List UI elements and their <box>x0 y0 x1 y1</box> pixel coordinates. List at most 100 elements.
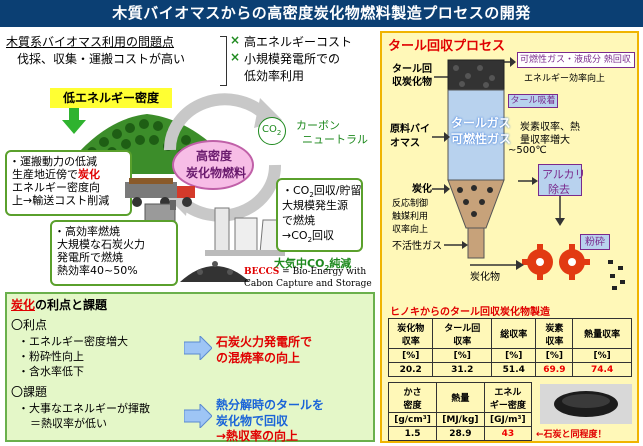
merit-item-2: ・粉砕性向上 <box>18 350 84 363</box>
co2-line-3: で燃焼 <box>282 214 315 227</box>
beccs-line-1: BECCS = Bio-Energy with <box>244 267 367 277</box>
efficiency-line-3: 発電所で燃焼 <box>57 251 123 264</box>
reactor-vessel <box>447 59 505 259</box>
crush-label: 粉砕 <box>580 234 610 250</box>
unit-cell: [%] <box>387 348 434 363</box>
efficiency-box <box>50 220 178 286</box>
efficiency-line-1: ・高効率燃焼 <box>54 225 120 238</box>
merits-heading: 炭化の利点と課題 <box>11 298 108 312</box>
header-heat-yield: 熱量収率 <box>572 318 632 349</box>
problem-text: 伐採、収集・運搬コストが高い <box>17 52 186 66</box>
header-bulk-density: かさ密度 <box>387 382 438 413</box>
value-cell: 31.2 <box>432 362 493 377</box>
gear-icon <box>522 244 590 280</box>
char-product-label: 炭化物 <box>470 272 500 283</box>
unit-cell: [%] <box>432 348 493 363</box>
value-cell: 69.9 <box>535 362 574 377</box>
alkali-arrow-icon <box>518 177 538 185</box>
check-item-1: 高エネルギーコスト <box>244 35 353 49</box>
issue-item-1: ・大事なエネルギーが揮散 <box>18 402 150 415</box>
merit-item-3: ・含水率低下 <box>18 365 84 378</box>
product-arrow-icon <box>470 260 524 270</box>
unit-cell: [GJ/m³] <box>483 412 533 427</box>
check-item-2: 小規模発電所での <box>244 52 341 66</box>
value-cell: 20.2 <box>387 362 434 377</box>
unit-cell: [%] <box>491 348 537 363</box>
header-carbon-yield: 炭素収率 <box>535 318 574 349</box>
value-cell: 28.9 <box>436 426 485 441</box>
merit-result-1: 石炭火力発電所で <box>216 335 313 349</box>
efficiency-label: エネルギー効率向上 <box>524 74 606 84</box>
char-label: 炭化 <box>412 184 432 195</box>
pellets-icon <box>608 260 625 290</box>
transport-line-1: ・運搬動力の低減 <box>9 155 97 168</box>
fuel-label-2: 炭化物燃料 <box>186 166 247 180</box>
right-arrow-icon <box>184 336 212 360</box>
co2-circle-label: CO2 <box>262 124 282 137</box>
carbon-neutral-label-1: カーボン <box>296 119 340 132</box>
alkali-label-1: アルカリ <box>542 168 586 181</box>
beccs-line-2: Cabon Capture and Storage <box>244 279 372 289</box>
merit-result-2: の混焼率の向上 <box>216 351 301 365</box>
fuel-label-1: 高密度 <box>195 149 232 163</box>
density-table: かさ密度 熱量 エネルギー密度 [g/cm³] [MJ/kg] [GJ/m³] … <box>387 382 533 441</box>
alkali-box <box>538 164 582 196</box>
tar-adsorb-label: タール吸着 <box>508 94 558 108</box>
briquette-photo <box>540 384 632 424</box>
feed-label-1: タール回 <box>392 64 432 75</box>
issue-result-3: →熱収率の向上 <box>216 429 299 443</box>
unit-cell: [g/cm³] <box>387 412 438 427</box>
coal-pile-icon <box>180 261 250 282</box>
char-effect-1: 炭素収率、熱 <box>520 122 580 133</box>
carbon-neutral-label-2: ニュートラル <box>302 133 368 146</box>
header-char-yield: 炭化物収率 <box>387 318 434 349</box>
value-cell: 1.5 <box>387 426 438 441</box>
raw-arrow-icon <box>432 132 450 142</box>
coal-note: ←石炭と同程度！ <box>536 430 607 440</box>
power-plant-icon <box>205 207 285 256</box>
co2-line-4: →CO2回収 <box>282 229 335 245</box>
bracket-divider <box>220 36 227 86</box>
process-heading: タール回収プロセス <box>388 39 506 54</box>
merit-head: 〇利点 <box>11 318 48 332</box>
header-tar-yield: タール回収率 <box>432 318 493 349</box>
co2-line-2: 大規模発生源 <box>282 199 348 212</box>
unit-cell: [%] <box>535 348 574 363</box>
value-cell: 43 <box>483 426 533 441</box>
vessel-label-2: 可燃性ガス <box>451 132 512 146</box>
cross-icon: × <box>230 50 241 64</box>
temperature-label: ~500℃ <box>508 145 547 156</box>
reaction-label-2: 触媒利用 <box>392 212 429 222</box>
efficiency-line-2: 大規模な石炭火力 <box>57 238 145 251</box>
table-heading: ヒノキからのタール回収炭化物製造 <box>390 307 550 318</box>
issue-item-2: ＝熱収率が低い <box>30 417 107 430</box>
value-cell: 74.4 <box>572 362 632 377</box>
check-item-3: 低効率利用 <box>244 69 305 83</box>
inert-gas-label: 不活性ガス <box>392 241 442 252</box>
yield-table: 炭化物収率 タール回収率 総収率 炭素収率 熱量収率 [%] [%] [%] [… <box>387 318 632 377</box>
value-cell: 51.4 <box>491 362 537 377</box>
reaction-label-1: 反応制御 <box>392 199 429 209</box>
feed-label-2: 収炭化物 <box>392 77 432 88</box>
right-arrow-icon <box>184 404 212 428</box>
down-arrow-icon <box>555 196 565 226</box>
negative-emission-label: 大気中CO2純減 <box>274 257 352 273</box>
header-energy-density: エネルギー密度 <box>483 382 533 413</box>
reaction-label-3: 収率向上 <box>392 225 429 235</box>
co2-capture-box <box>276 178 363 252</box>
transport-line-2: 生産地近傍で炭化 <box>12 168 100 181</box>
co2-line-1: ・CO2回収/貯留 <box>282 184 362 200</box>
page-title: 木質バイオマスからの高密度炭化物燃料製造プロセスの開発 <box>0 0 643 27</box>
issue-result-2: 炭化物で回収 <box>216 414 289 428</box>
raw-label-1: 原料バイ <box>390 124 430 135</box>
co2-circle <box>258 117 286 145</box>
char-effect-2: 量収率増大 <box>520 135 570 146</box>
efficiency-line-4: 熱効率40~50% <box>57 264 138 277</box>
alkali-label-2: 除去 <box>548 183 570 196</box>
merit-item-1: ・エネルギー密度増大 <box>18 335 128 348</box>
issue-head: 〇課題 <box>11 385 48 399</box>
truck-icon <box>125 178 195 207</box>
gas-out-label: 可燃性ガス・液成分 熱回収 <box>517 52 635 68</box>
down-arrow-icon <box>62 108 86 134</box>
